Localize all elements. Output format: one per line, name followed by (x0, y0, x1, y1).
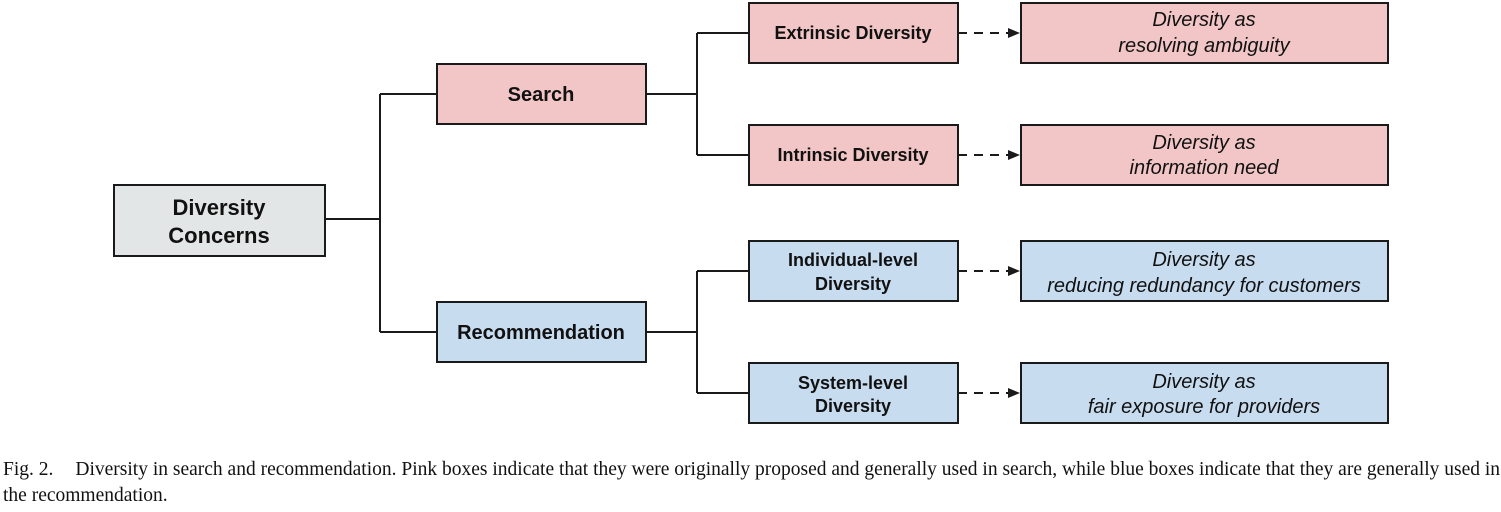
desc-intrinsic-line-1: Diversity as (1152, 132, 1255, 154)
desc-reducing-redundancy-box (1020, 240, 1389, 302)
desc-system-line-1: Diversity as (1152, 371, 1255, 393)
root-label-line-2: Concerns (168, 223, 269, 248)
search-label: Search (508, 84, 575, 106)
root-label-line-1: Diversity (173, 195, 267, 220)
caption-text: Diversity in search and recommendation. … (3, 459, 1501, 506)
search-box (436, 63, 647, 125)
recommendation-connector (646, 270, 749, 394)
root-box (113, 184, 326, 257)
individual-level-label-line-2: Diversity (815, 274, 891, 294)
recommendation-box (436, 301, 647, 363)
desc-individual-line-1: Diversity as (1152, 249, 1255, 271)
intrinsic-diversity-box (748, 124, 959, 186)
root-connector (325, 93, 437, 333)
individual-level-label-line-1: Individual-level (788, 250, 918, 270)
desc-fair-exposure-box (1020, 362, 1389, 424)
extrinsic-diversity-box (748, 2, 959, 64)
figure-caption: Fig. 2.Diversity in search and recommend… (3, 457, 1501, 509)
recommendation-label: Recommendation (457, 322, 625, 344)
system-level-label-line-2: Diversity (815, 396, 891, 416)
desc-resolving-ambiguity-box (1020, 2, 1389, 64)
desc-extrinsic-line-1: Diversity as (1152, 9, 1255, 31)
individual-level-diversity-box (748, 240, 959, 302)
connectors (325, 32, 749, 394)
intrinsic-diversity-label: Intrinsic Diversity (777, 145, 928, 165)
desc-system-line-2: fair exposure for providers (1088, 396, 1320, 418)
figure-label: Fig. 2. (3, 459, 54, 480)
system-level-label-line-1: System-level (798, 373, 908, 393)
desc-individual-line-2: reducing redundancy for customers (1047, 275, 1361, 297)
desc-extrinsic-line-2: resolving ambiguity (1118, 35, 1290, 57)
desc-information-need-box (1020, 124, 1389, 186)
diversity-diagram: Diversity Concerns Search Recommendation… (113, 2, 1389, 424)
dashed-arrows (958, 28, 1020, 398)
search-connector (646, 32, 749, 156)
desc-intrinsic-line-2: information need (1130, 157, 1280, 179)
system-level-diversity-box (748, 362, 959, 424)
extrinsic-diversity-label: Extrinsic Diversity (774, 23, 931, 43)
